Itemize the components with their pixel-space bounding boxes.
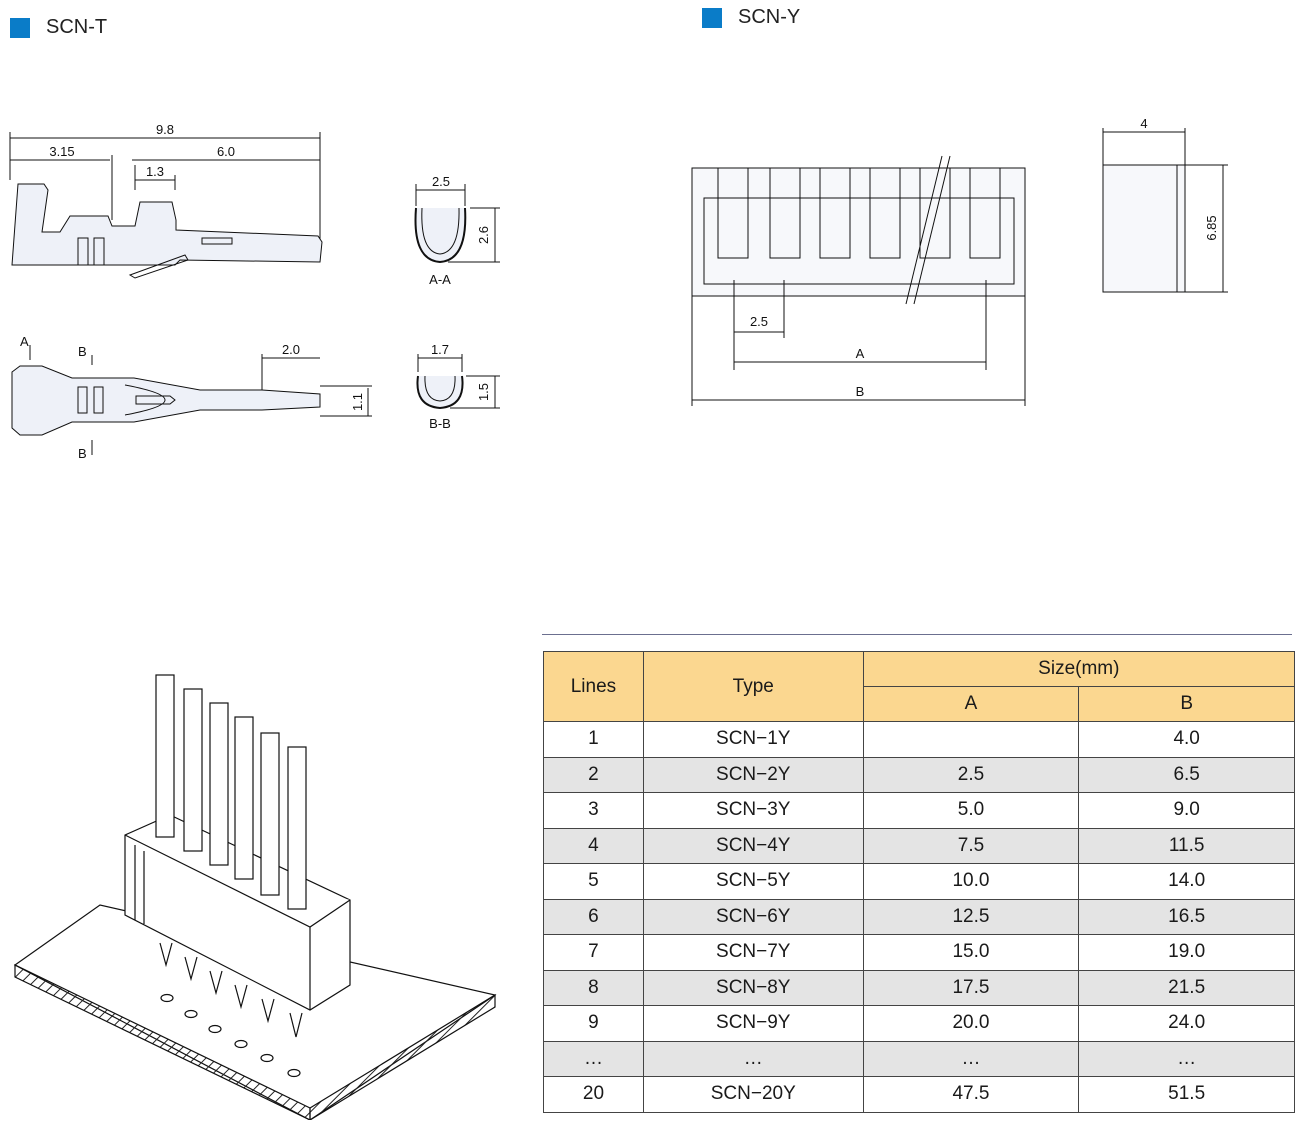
dim-left: 3.15 bbox=[49, 144, 74, 159]
cell-lines: 5 bbox=[543, 863, 644, 900]
cell-a: 17.5 bbox=[862, 969, 1080, 1006]
cell-type: SCN−4Y bbox=[642, 827, 864, 864]
scn-t-header: SCN-T bbox=[10, 16, 107, 39]
cell-a: 5.0 bbox=[862, 792, 1080, 829]
cell-b: 21.5 bbox=[1078, 969, 1295, 1006]
cell-lines: 20 bbox=[543, 1076, 644, 1113]
dim-right: 6.0 bbox=[217, 144, 235, 159]
cell-lines: 8 bbox=[543, 969, 644, 1006]
aa-label: A-A bbox=[429, 272, 451, 287]
square-bullet-icon bbox=[10, 17, 30, 38]
cell-type: … bbox=[642, 1040, 864, 1077]
cell-b: 24.0 bbox=[1078, 1005, 1295, 1042]
cell-type: SCN−5Y bbox=[642, 863, 864, 900]
dim-mid: 1.3 bbox=[146, 164, 164, 179]
cell-lines: … bbox=[543, 1040, 644, 1077]
cell-type: SCN−3Y bbox=[642, 792, 864, 829]
cell-b: 9.0 bbox=[1078, 792, 1295, 829]
header-a: A bbox=[862, 686, 1080, 722]
terminal-drawing: 9.8 3.15 6.0 1.3 2.0 1.1 A B B 2.5 2.6 A… bbox=[9, 122, 500, 461]
cell-b: 51.5 bbox=[1078, 1076, 1295, 1113]
header-size: Size(mm) bbox=[862, 651, 1296, 687]
cell-type: SCN−6Y bbox=[642, 898, 864, 935]
cell-a: 7.5 bbox=[862, 827, 1080, 864]
scn-y-header: SCN-Y bbox=[702, 6, 800, 29]
bb-height: 1.5 bbox=[476, 383, 491, 401]
cell-lines: 9 bbox=[543, 1005, 644, 1042]
housing-dim-a: A bbox=[856, 346, 865, 361]
cell-lines: 4 bbox=[543, 827, 644, 864]
dim-tip-height: 1.1 bbox=[350, 393, 365, 411]
table-divider bbox=[542, 634, 1292, 635]
cut-mark-b-top: B bbox=[78, 344, 87, 359]
aa-width: 2.5 bbox=[432, 174, 450, 189]
cell-a: 2.5 bbox=[862, 756, 1080, 793]
cell-type: SCN−2Y bbox=[642, 756, 864, 793]
cell-b: 11.5 bbox=[1078, 827, 1295, 864]
cell-lines: 6 bbox=[543, 898, 644, 935]
cell-type: SCN−7Y bbox=[642, 934, 864, 971]
housing-dim-height: 6.85 bbox=[1204, 215, 1219, 240]
dim-overall: 9.8 bbox=[156, 122, 174, 137]
aa-height: 2.6 bbox=[476, 226, 491, 244]
dim-tip: 2.0 bbox=[282, 342, 300, 357]
cell-a bbox=[862, 721, 1080, 758]
cell-b: 19.0 bbox=[1078, 934, 1295, 971]
cell-b: 16.5 bbox=[1078, 898, 1295, 935]
cell-b: 14.0 bbox=[1078, 863, 1295, 900]
cell-type: SCN−20Y bbox=[642, 1076, 864, 1113]
cell-a: 15.0 bbox=[862, 934, 1080, 971]
cell-b: 4.0 bbox=[1078, 721, 1295, 758]
cell-type: SCN−9Y bbox=[642, 1005, 864, 1042]
header-lines: Lines bbox=[543, 651, 644, 722]
cell-a: 10.0 bbox=[862, 863, 1080, 900]
scn-y-title: SCN-Y bbox=[738, 6, 801, 28]
cell-a: … bbox=[862, 1040, 1080, 1077]
cell-a: 12.5 bbox=[862, 898, 1080, 935]
cut-mark-b-bottom: B bbox=[78, 446, 87, 461]
cell-lines: 2 bbox=[543, 756, 644, 793]
header-type: Type bbox=[642, 651, 864, 722]
cell-type: SCN−1Y bbox=[642, 721, 864, 758]
housing-drawing: 2.5 A B 4 6.85 bbox=[691, 116, 1228, 406]
connector-pcb-illustration bbox=[13, 674, 497, 1120]
cell-a: 47.5 bbox=[862, 1076, 1080, 1113]
bb-width: 1.7 bbox=[431, 342, 449, 357]
table-row: ………… bbox=[543, 1040, 1295, 1077]
cell-lines: 7 bbox=[543, 934, 644, 971]
housing-dim-b: B bbox=[856, 384, 865, 399]
cut-mark-a: A bbox=[20, 334, 29, 349]
housing-dim-pitch: 2.5 bbox=[750, 314, 768, 329]
header-b: B bbox=[1078, 686, 1295, 722]
bb-label: B-B bbox=[429, 416, 451, 431]
cell-lines: 3 bbox=[543, 792, 644, 829]
square-bullet-icon bbox=[702, 7, 722, 28]
housing-dim-depth: 4 bbox=[1140, 116, 1147, 131]
cell-type: SCN−8Y bbox=[642, 969, 864, 1006]
cell-b: 6.5 bbox=[1078, 756, 1295, 793]
cell-lines: 1 bbox=[543, 721, 644, 758]
cell-a: 20.0 bbox=[862, 1005, 1080, 1042]
cell-b: … bbox=[1078, 1040, 1295, 1077]
scn-t-title: SCN-T bbox=[46, 16, 108, 38]
